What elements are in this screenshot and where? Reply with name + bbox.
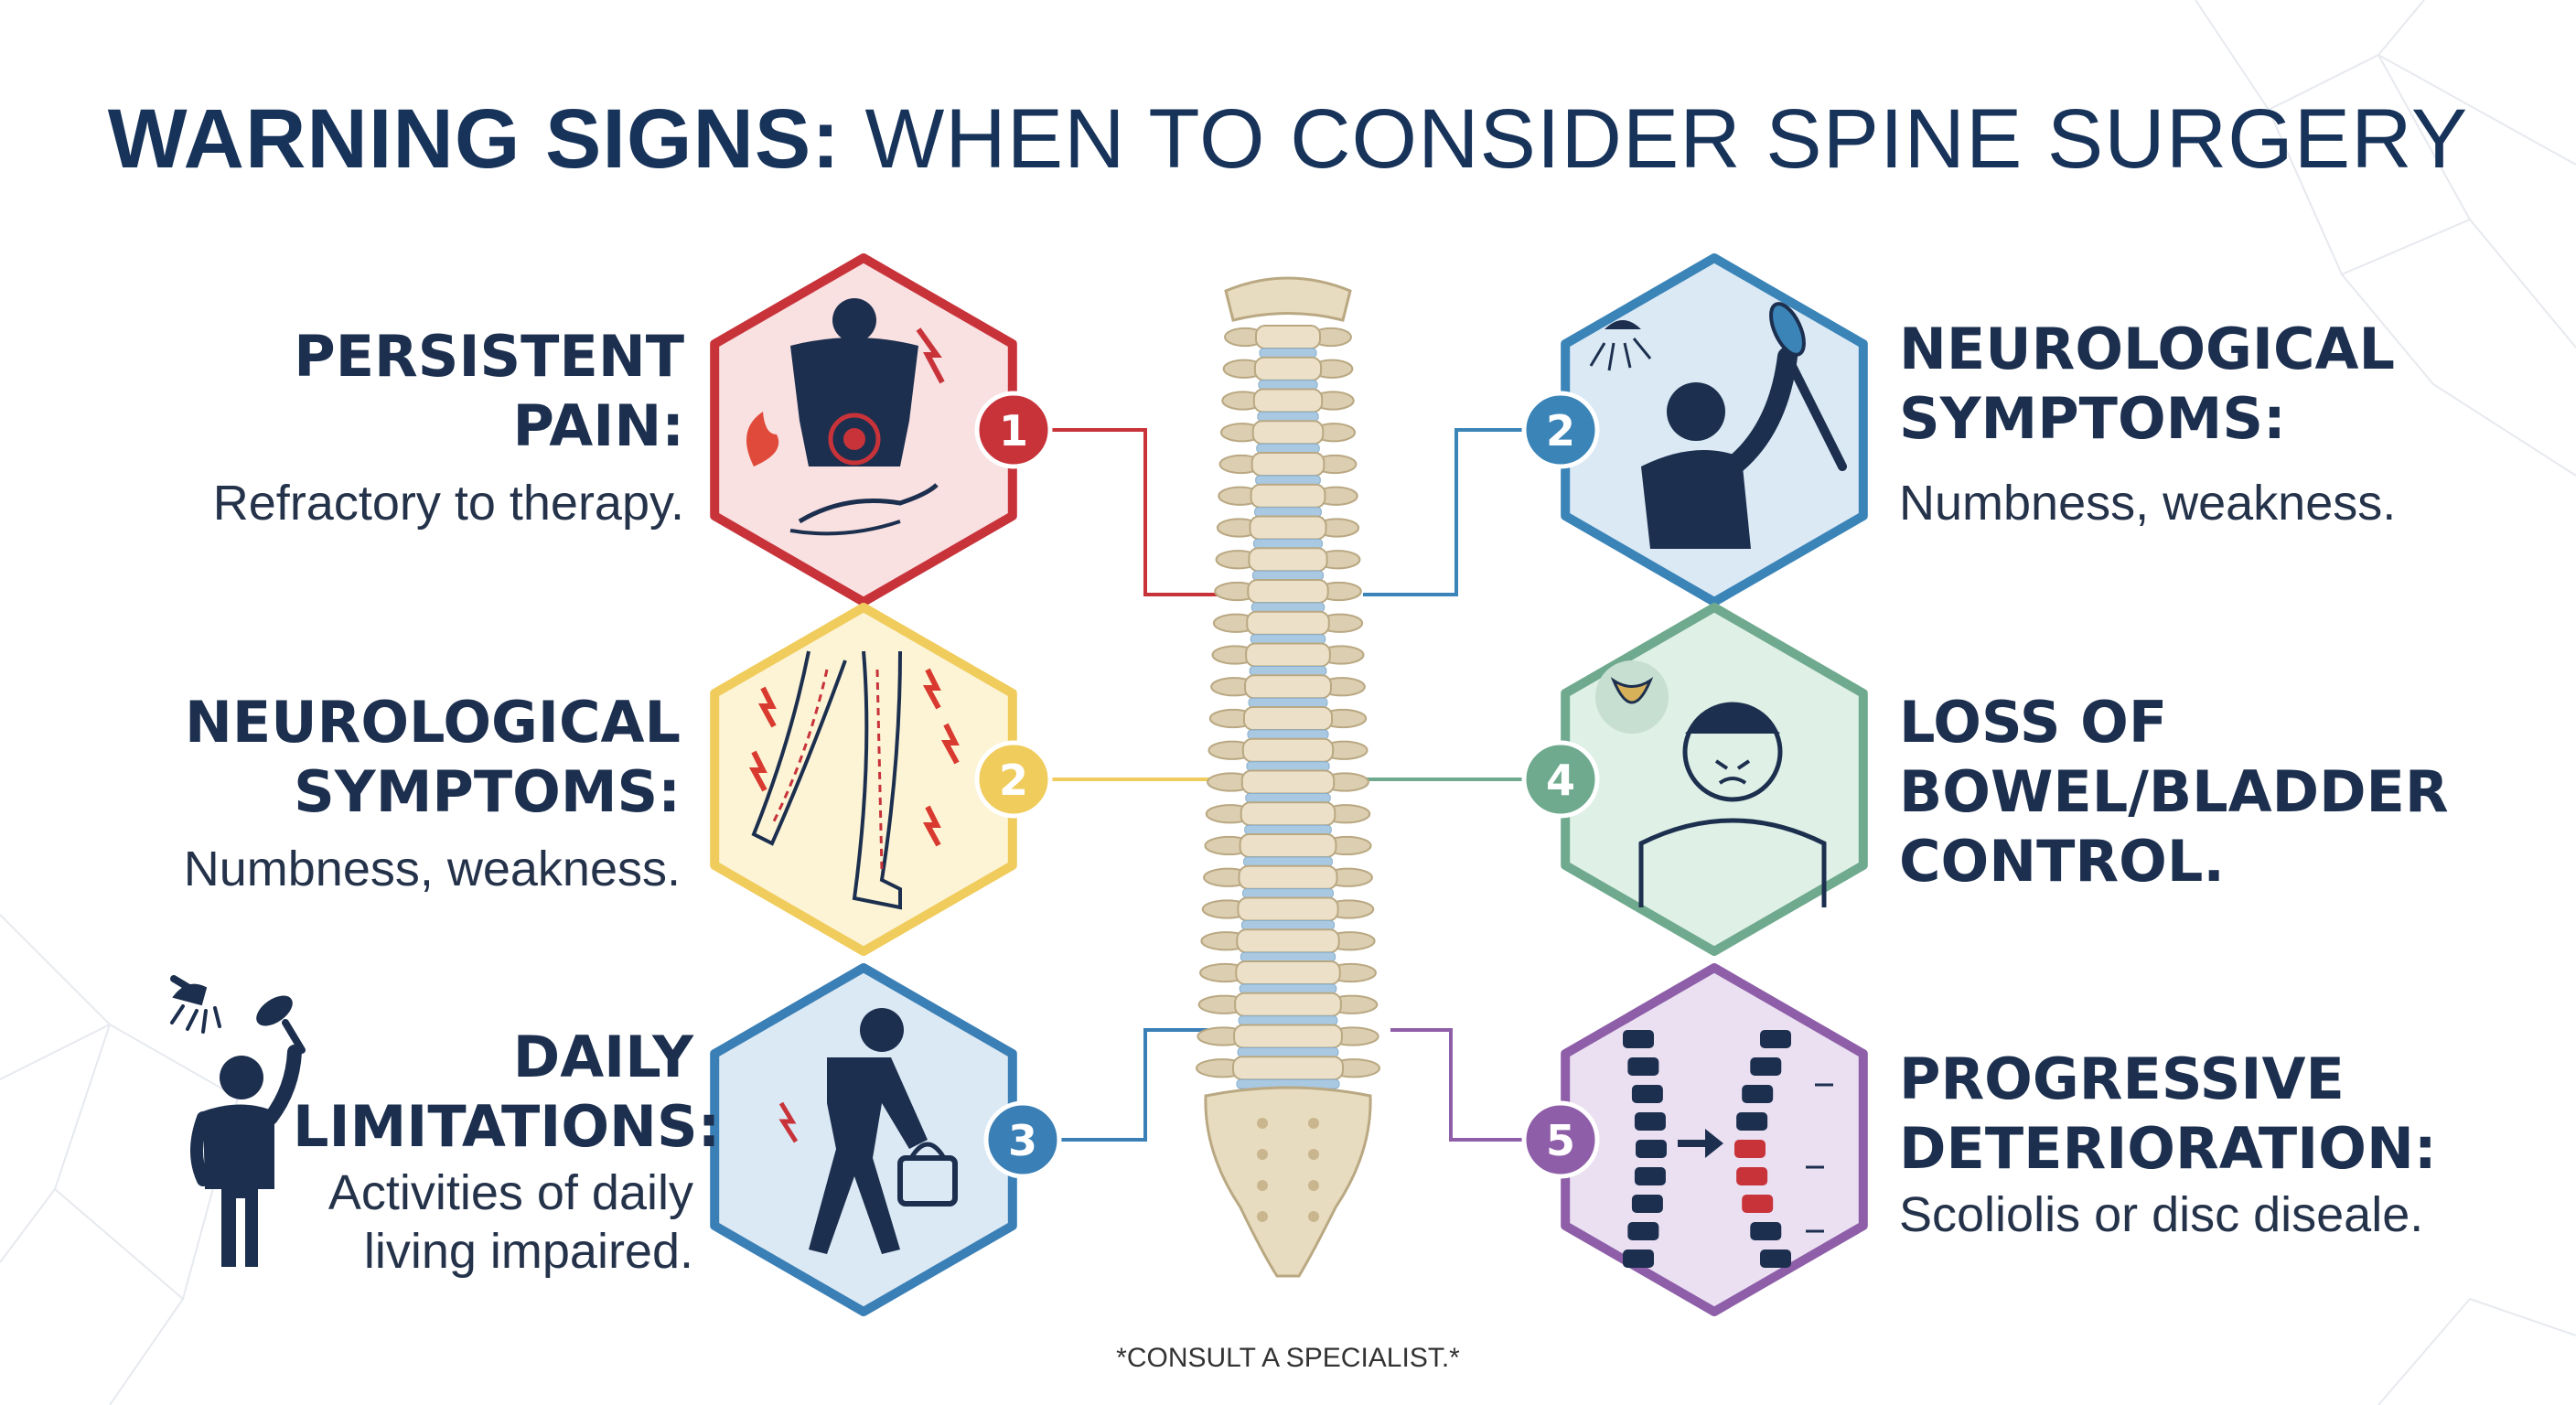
card-1-number: 1 — [999, 406, 1028, 456]
card-4-number: 2 — [1546, 406, 1575, 456]
card-3-number-badge: 3 — [983, 1100, 1062, 1179]
card-3-description-line-2: living impaired. — [363, 1224, 693, 1279]
card-4-heading-line-1: NEUROLOGICAL — [1899, 316, 2395, 382]
card-3-description-line-1: Activities of daily — [327, 1165, 693, 1220]
card-4-number-badge: 2 — [1521, 391, 1600, 469]
connector-1 — [1010, 428, 1224, 596]
card-5-heading-line-2: BOWEL/BLADDER — [1899, 758, 2449, 825]
title-bold: WARNING SIGNS: — [107, 92, 841, 186]
scoliosis-spine-icon — [1623, 1030, 1833, 1268]
spine-illustration — [1196, 276, 1380, 1278]
person-showering-icon — [170, 975, 306, 1267]
card-4-description: Numbness, weakness. — [1899, 476, 2397, 531]
card-1-hexagon: 1 — [710, 253, 1053, 606]
card-3-number: 3 — [1008, 1116, 1037, 1165]
card-1-heading-line-1: PERSISTENT — [294, 323, 684, 390]
card-3-hexagon: 3 — [710, 963, 1062, 1316]
card-1-heading-line-2: PAIN: — [512, 392, 684, 459]
card-2-number: 2 — [999, 756, 1028, 805]
card-5-hexagon: 4 — [1521, 603, 1868, 956]
card-3-heading-line-2: LIMITATIONS: — [293, 1093, 721, 1160]
card-3-heading-line-1: DAILY — [512, 1024, 693, 1090]
card-2-heading-line-2: SYMPTOMS: — [294, 758, 681, 825]
connector-2-right — [1363, 428, 1566, 596]
card-1-number-badge: 1 — [974, 391, 1053, 469]
carrying-bag-icon — [778, 1008, 958, 1254]
card-5-number: 4 — [1546, 756, 1575, 805]
card-5-number-badge: 4 — [1521, 740, 1600, 819]
back-pain-icon — [746, 298, 945, 536]
card-6-heading-line-2: DETERIORATION: — [1899, 1115, 2437, 1182]
shower-brush-icon — [1589, 302, 1847, 549]
card-2-description: Numbness, weakness. — [183, 842, 681, 896]
card-6-number-badge: 5 — [1521, 1100, 1600, 1179]
card-4-hexagon: 2 — [1521, 253, 1868, 606]
card-2-heading-line-1: NEUROLOGICAL — [185, 689, 681, 756]
connector-3 — [1010, 1028, 1208, 1142]
connector-5 — [1390, 1028, 1566, 1142]
card-1-description: Refractory to therapy. — [212, 476, 684, 531]
footnote: *CONSULT A SPECIALIST.* — [1116, 1343, 1460, 1373]
card-4-heading-line-2: SYMPTOMS: — [1899, 385, 2286, 452]
card-6-heading-line-1: PROGRESSIVE — [1899, 1046, 2345, 1112]
title-light: WHEN TO CONSIDER SPINE SURGERY — [864, 92, 2469, 186]
card-6-description: Scoliolis or disc diseale. — [1899, 1187, 2424, 1242]
card-6-hexagon: 5 — [1521, 963, 1868, 1316]
card-5-heading-line-3: CONTROL. — [1899, 828, 2225, 895]
card-2-hexagon: 2 — [710, 603, 1053, 956]
card-5-heading-line-1: LOSS OF — [1899, 689, 2168, 756]
page-title: WARNING SIGNS: WHEN TO CONSIDER SPINE SU… — [0, 91, 2576, 188]
card-6-number: 5 — [1546, 1116, 1575, 1165]
leg-nerve-pain-icon — [748, 650, 960, 910]
bladder-distress-icon — [1595, 660, 1827, 907]
card-2-number-badge: 2 — [974, 740, 1053, 819]
